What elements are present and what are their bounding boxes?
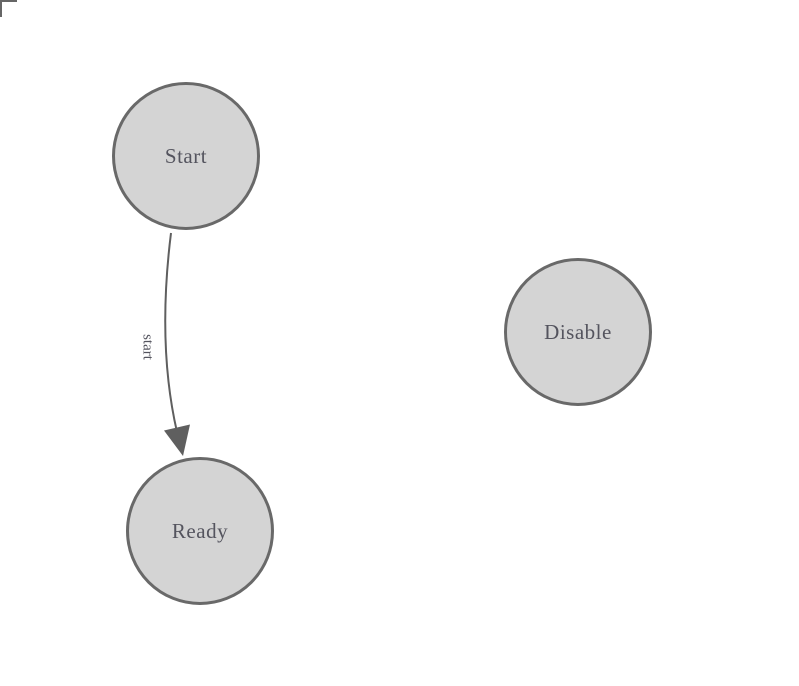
state-node-ready[interactable]: Ready (126, 457, 274, 605)
state-node-label: Start (164, 143, 208, 168)
state-node-label: Disable (544, 319, 612, 344)
state-node-disable[interactable]: Disable (504, 258, 652, 406)
transition-label[interactable]: start (139, 334, 156, 360)
canvas-corner-mark (0, 0, 17, 17)
arrowhead-icon (164, 424, 190, 456)
state-node-label: Ready (171, 518, 229, 543)
transition-edge-start-to-ready[interactable] (164, 232, 178, 433)
state-node-start[interactable]: Start (112, 82, 260, 230)
